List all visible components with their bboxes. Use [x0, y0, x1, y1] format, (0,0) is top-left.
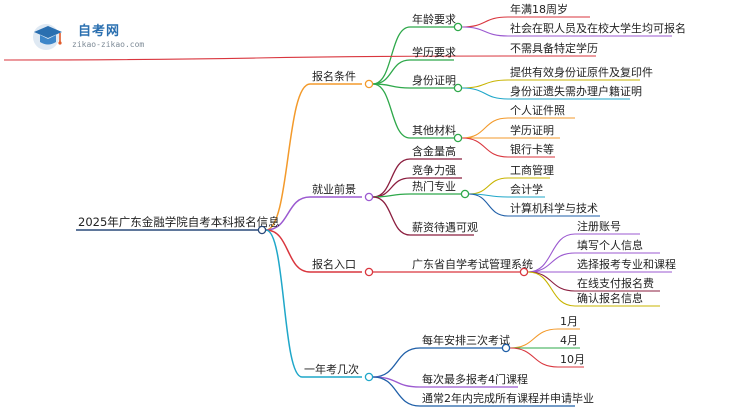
subtopic-link [372, 59, 411, 85]
leaf-link [461, 26, 509, 37]
subtopic-node-circle[interactable] [453, 133, 463, 143]
leaf-topic[interactable]: 注册账号 [577, 219, 621, 233]
branch-topic[interactable]: 就业前景 [312, 182, 356, 196]
leaf-link [509, 328, 559, 349]
leaf-topic[interactable]: 社会在职人员及在校大学生均可报名 [510, 21, 686, 35]
logo-url: zikao-zikao.com [72, 40, 145, 49]
branch-topic[interactable]: 报名入口 [312, 257, 356, 271]
subtopic-node-circle[interactable] [460, 189, 470, 199]
leaf-topic[interactable]: 在线支付报名费 [577, 276, 654, 290]
leaf-link [461, 117, 509, 139]
subtopic-node-circle[interactable] [453, 83, 463, 93]
branch-node-circle[interactable] [364, 267, 374, 277]
leaf-link [461, 79, 509, 89]
subtopic[interactable]: 身份证明 [412, 73, 456, 87]
leaf-topic[interactable]: 工商管理 [510, 163, 554, 177]
branch-link [265, 229, 303, 378]
subtopic[interactable]: 年龄要求 [412, 12, 456, 26]
branch-link [265, 83, 311, 231]
subtopic-link [372, 83, 411, 139]
subtopic[interactable]: 每次最多报考4门课程 [422, 372, 528, 386]
leaf-topic[interactable]: 确认报名信息 [577, 291, 643, 305]
subtopic[interactable]: 其他材料 [412, 123, 456, 137]
branch-topic[interactable]: 一年考几次 [304, 362, 359, 376]
leaf-topic[interactable]: 不需具备特定学历 [510, 41, 598, 55]
leaf-link [461, 87, 509, 100]
subtopic-link [372, 347, 421, 378]
branch-topic[interactable]: 报名条件 [312, 69, 356, 83]
leaf-topic[interactable]: 10月 [560, 353, 585, 366]
subtopic[interactable]: 学历要求 [412, 45, 456, 59]
leaf-topic[interactable]: 身份证遗失需办理户籍证明 [510, 84, 642, 98]
branch-node-circle[interactable] [364, 79, 374, 89]
graduation-cap-icon [33, 24, 62, 50]
branch-node-circle[interactable] [364, 192, 374, 202]
leaf-link [527, 271, 576, 307]
leaf-topic[interactable]: 填写个人信息 [577, 238, 643, 252]
site-logo[interactable]: 自考网 zikao-zikao.com [28, 18, 168, 54]
subtopic[interactable]: 广东省自学考试管理系统 [412, 257, 533, 271]
root-node-circle[interactable] [257, 225, 267, 235]
subtopic-link [372, 376, 421, 407]
subtopic[interactable]: 薪资待遇可观 [412, 220, 478, 234]
leaf-link [468, 177, 509, 195]
leaf-topic[interactable]: 提供有效身份证原件及复印件 [510, 65, 653, 79]
leaf-link [461, 137, 509, 158]
root-topic[interactable]: 2025年广东金融学院自考本科报名信息 [78, 215, 280, 229]
subtopic-node-circle[interactable] [501, 343, 511, 353]
leaf-topic[interactable]: 选择报考专业和课程 [577, 257, 676, 271]
branch-node-circle[interactable] [364, 372, 374, 382]
leaf-link [509, 347, 559, 368]
subtopic[interactable]: 通常2年内完成所有课程并申请毕业 [422, 391, 594, 405]
leaf-topic[interactable]: 计算机科学与技术 [510, 201, 598, 215]
leaf-link [461, 16, 509, 28]
subtopic-link [372, 196, 411, 236]
leaf-link [3, 55, 509, 61]
subtopic-link [372, 26, 411, 85]
leaf-link [468, 193, 509, 217]
subtopic[interactable]: 竞争力强 [412, 163, 456, 177]
subtopic-node-circle[interactable] [453, 22, 463, 32]
logo-title: 自考网 [78, 24, 121, 39]
leaf-topic[interactable]: 1月 [560, 315, 578, 328]
branch-link [265, 196, 311, 231]
leaf-topic[interactable]: 4月 [560, 334, 578, 347]
subtopic-node-circle[interactable] [519, 267, 529, 277]
subtopic-link [372, 83, 411, 89]
subtopic[interactable]: 每年安排三次考试 [422, 333, 510, 347]
branch-link [265, 229, 311, 273]
leaf-link [527, 252, 576, 273]
leaf-topic[interactable]: 年满18周岁 [510, 2, 568, 16]
subtopic[interactable]: 含金量高 [412, 144, 456, 158]
leaf-topic[interactable]: 银行卡等 [510, 142, 554, 156]
leaf-topic[interactable]: 会计学 [510, 182, 543, 196]
leaf-topic[interactable]: 学历证明 [510, 123, 554, 137]
subtopic[interactable]: 热门专业 [412, 179, 456, 193]
leaf-topic[interactable]: 个人证件照 [510, 104, 565, 117]
subtopic-link [372, 193, 411, 198]
leaf-link [527, 233, 576, 273]
